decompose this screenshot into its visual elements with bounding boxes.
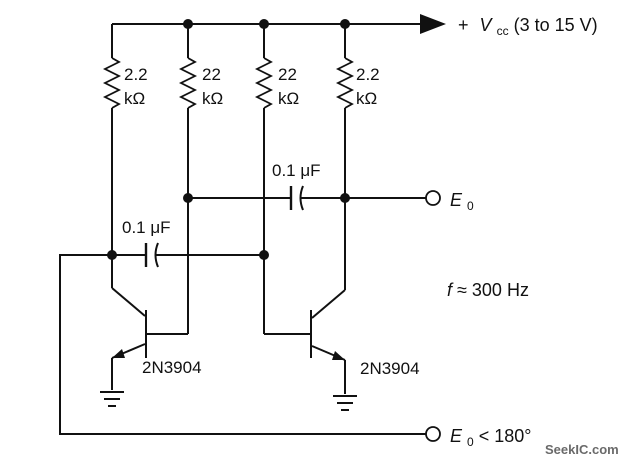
capacitor-top-label: 0.1 μF [272,161,321,180]
capacitor-bottom [112,242,264,268]
frequency-label: f ≈ 300 Hz [447,280,529,300]
output-e0-terminal [425,190,441,206]
resistor-r4 [335,24,355,198]
supply-arrow [420,14,446,34]
resistor-r3-value: 22 [278,65,297,84]
resistor-r2-value: 22 [202,65,221,84]
ground-symbol-q1 [100,391,124,407]
transistor-q1-label: 2N3904 [142,358,202,377]
output-e0-label: E 0 [450,190,474,213]
transistor-q2 [263,198,346,394]
output-e0-phase-label: E 0 < 180° [450,426,531,450]
junction-r2-cap [183,193,193,203]
resistor-r1-unit: kΩ [124,89,145,108]
supply-label: + V cc (3 to 15 V) [458,15,598,39]
resistor-r3 [254,24,274,255]
resistor-r3-unit: kΩ [278,89,299,108]
resistor-r4-unit: kΩ [356,89,377,108]
resistor-r4-value: 2.2 [356,65,380,84]
transistor-q2-label: 2N3904 [360,359,420,378]
ground-symbol-q2 [333,395,357,411]
resistor-r1 [102,24,122,255]
output-e0-phase-terminal [425,426,441,442]
resistor-r2 [178,24,198,334]
watermark-text: SeekIC.com [545,442,619,457]
capacitor-bottom-label: 0.1 μF [122,218,171,237]
output-e0-phase-wire [59,254,426,435]
resistor-r2-unit: kΩ [202,89,223,108]
capacitor-top [188,185,345,211]
transistor-q1 [111,255,188,390]
resistor-r1-value: 2.2 [124,65,148,84]
